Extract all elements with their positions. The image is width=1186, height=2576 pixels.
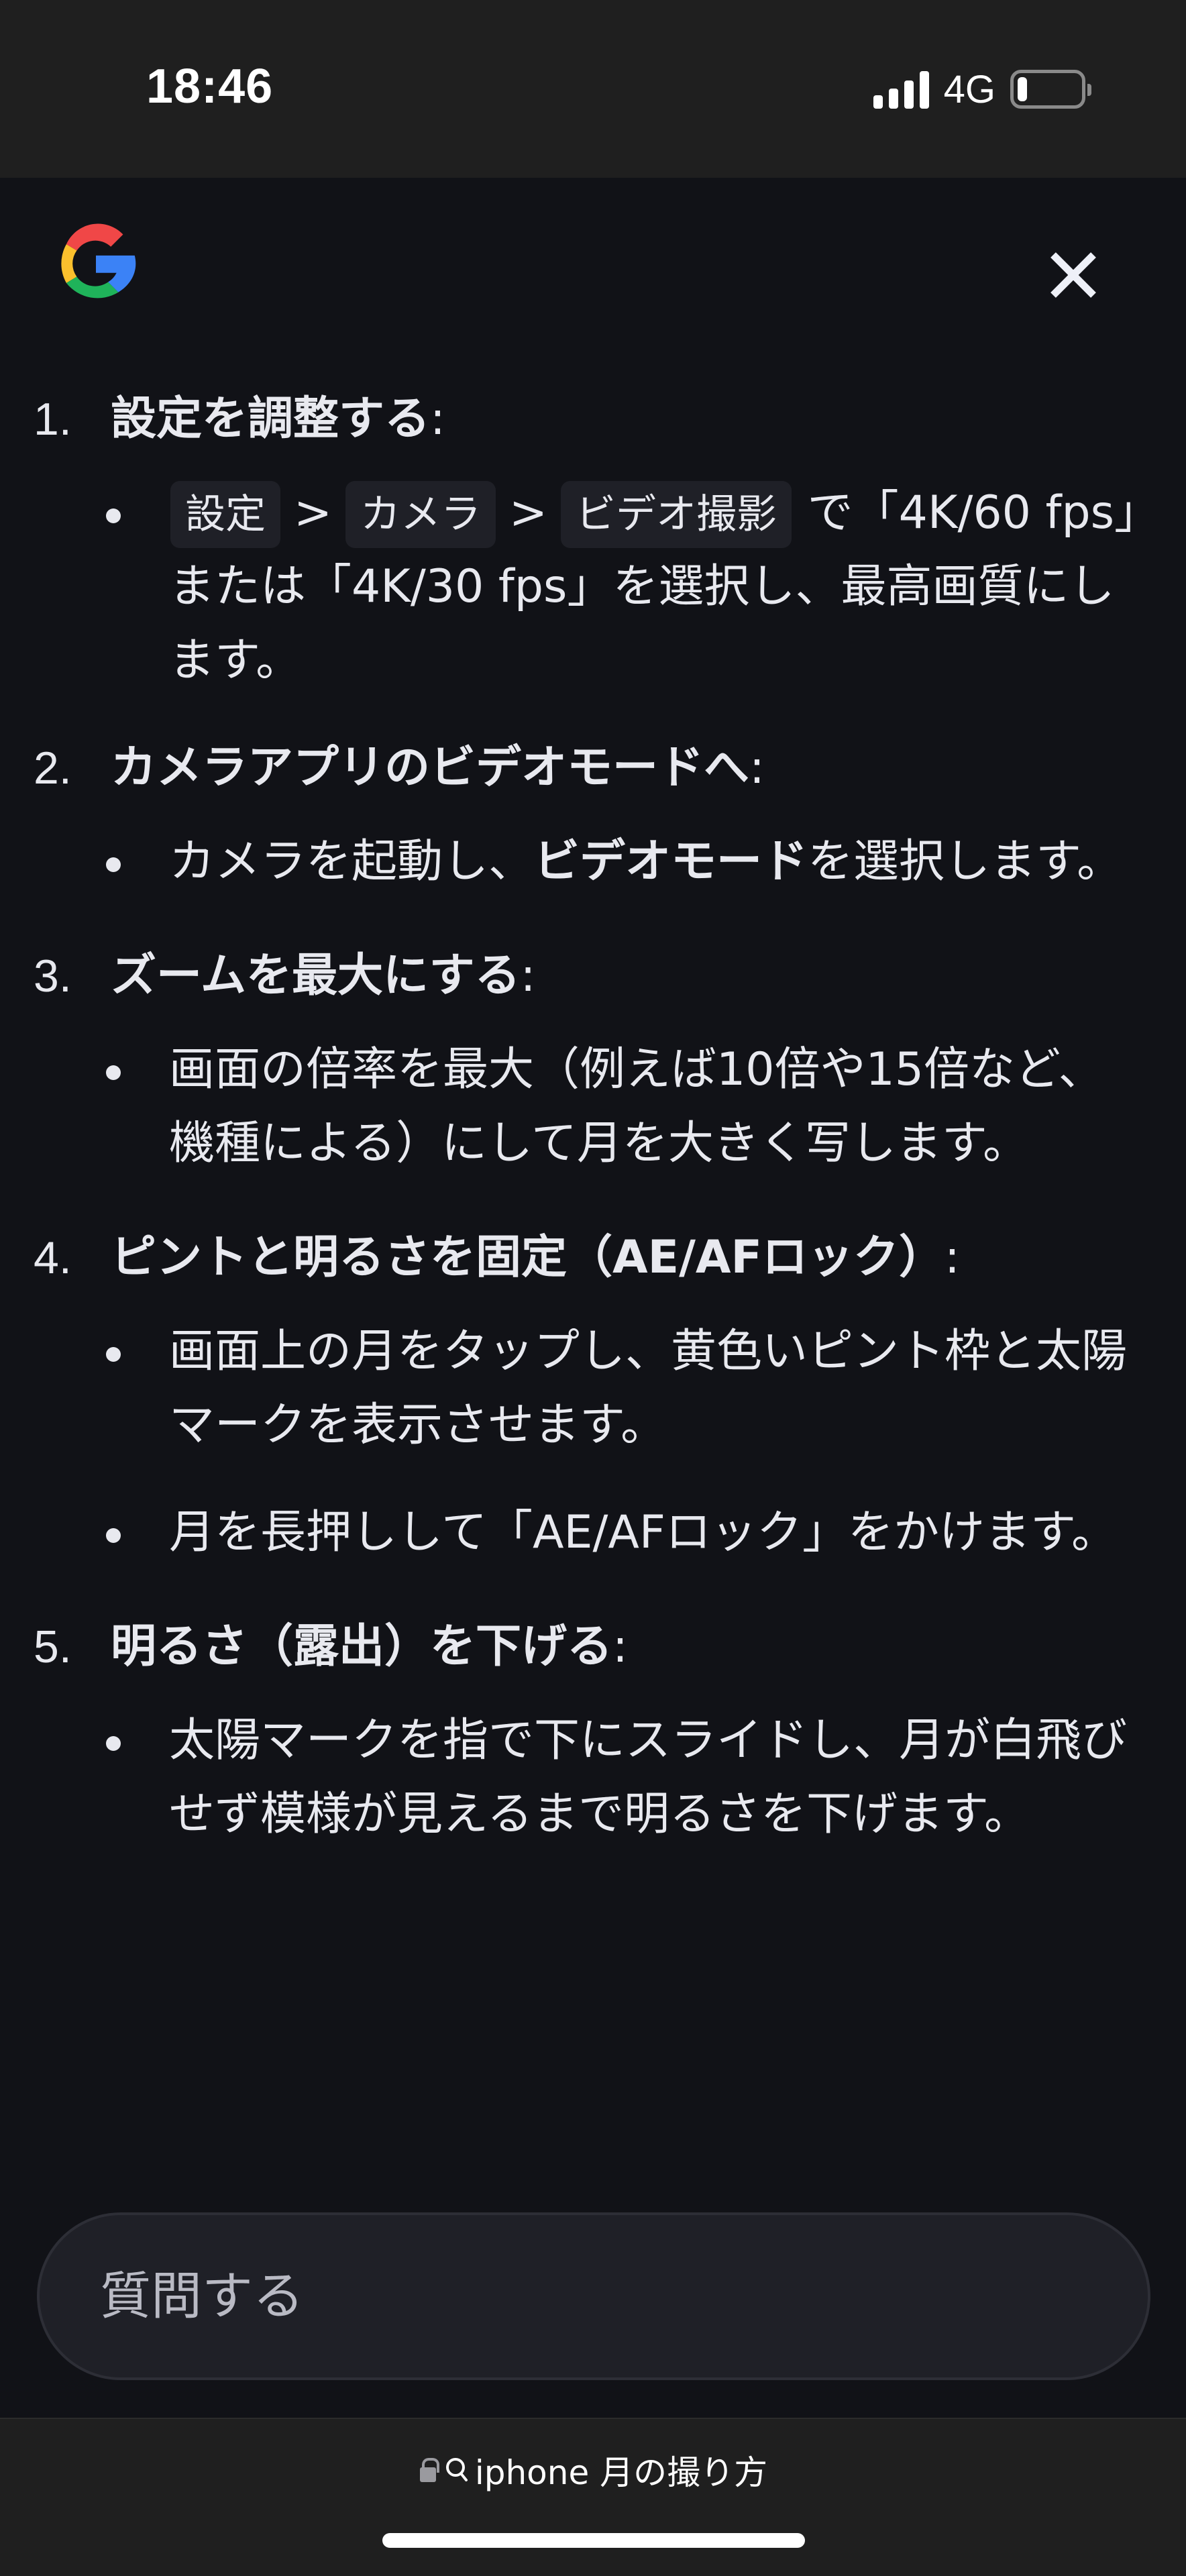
step-4: 4. ピントと明るさを固定（AE/AFロック）: 画面上の月をタップし、黄色いピ…: [0, 1214, 1186, 1570]
bullet-item: 設定>カメラ>ビデオ撮影 で「4K/60 fps」または「4K/30 fps」を…: [0, 476, 1186, 698]
status-bar: 18:46 4G: [0, 0, 1186, 178]
battery-level: [1018, 77, 1027, 101]
header: [0, 178, 1186, 345]
step-heading: 2. カメラアプリのビデオモードへ:: [0, 724, 1186, 812]
address-bar[interactable]: iphone 月の撮り方: [0, 2446, 1186, 2494]
close-button[interactable]: [1040, 241, 1107, 309]
step-title: カメラアプリのビデオモードへ:: [111, 741, 765, 794]
step-title: 明るさ（露出）を下げる:: [111, 1620, 628, 1673]
browser-bottom-bar: iphone 月の撮り方: [0, 2418, 1186, 2576]
step-heading: 3. ズームを最大にする:: [0, 932, 1186, 1020]
step-3: 3. ズームを最大にする: 画面の倍率を最大（例えば10倍や15倍など、機種によ…: [0, 932, 1186, 1181]
bold-text: ビデオモード: [534, 835, 808, 888]
network-type: 4G: [943, 68, 995, 111]
bullet-item: 画面上の月をタップし、黄色いピント枠と太陽マークを表示させます。: [0, 1315, 1186, 1462]
step-number: 1.: [34, 394, 72, 445]
step-heading: 4. ピントと明るさを固定（AE/AFロック）:: [0, 1214, 1186, 1301]
google-g-logo: [47, 215, 145, 313]
step-heading: 1. 設定を調整する:: [0, 376, 1186, 463]
chip-camera: カメラ: [345, 481, 496, 548]
url-text: iphone 月の撮り方: [474, 2453, 768, 2492]
status-indicators: 4G: [873, 67, 1091, 111]
step-bullets: 画面上の月をタップし、黄色いピント枠と太陽マークを表示させます。 月を長押しして…: [0, 1301, 1186, 1570]
step-number: 3.: [34, 951, 72, 1002]
bullet-item: 画面の倍率を最大（例えば10倍や15倍など、機種による）にして月を大きく写します…: [0, 1033, 1186, 1181]
answer-content: 1. 設定を調整する: 設定>カメラ>ビデオ撮影 で「4K/60 fps」または…: [0, 376, 1186, 1885]
step-title: ズームを最大にする:: [111, 949, 536, 1002]
step-bullets: 画面の倍率を最大（例えば10倍や15倍など、機種による）にして月を大きく写します…: [0, 1020, 1186, 1181]
step-bullets: 太陽マークを指で下にスライドし、月が白飛びせず模様が見えるまで明るさを下げます。: [0, 1690, 1186, 1851]
step-1: 1. 設定を調整する: 設定>カメラ>ビデオ撮影 で「4K/60 fps」または…: [0, 376, 1186, 698]
step-title: 設定を調整する:: [111, 392, 445, 445]
bullet-item: カメラを起動し、ビデオモードを選択します。: [0, 825, 1186, 899]
chip-settings: 設定: [170, 481, 280, 548]
lock-icon: [419, 2458, 439, 2482]
step-bullets: カメラを起動し、ビデオモードを選択します。: [0, 812, 1186, 899]
step-title: ピントと明るさを固定（AE/AFロック）:: [111, 1231, 960, 1284]
search-icon: [445, 2458, 468, 2481]
step-5: 5. 明るさ（露出）を下げる: 太陽マークを指で下にスライドし、月が白飛びせず模…: [0, 1603, 1186, 1851]
status-time: 18:46: [146, 60, 274, 113]
step-heading: 5. 明るさ（露出）を下げる:: [0, 1603, 1186, 1690]
step-bullets: 設定>カメラ>ビデオ撮影 で「4K/60 fps」または「4K/30 fps」を…: [0, 463, 1186, 698]
battery-icon: [1010, 70, 1091, 109]
close-icon: [1050, 252, 1096, 298]
signal-icon: [873, 71, 929, 109]
bullet-text: で「4K/60 fps」または「4K/30 fps」を選択し、最高画質にします。: [169, 486, 1138, 687]
home-indicator[interactable]: [382, 2533, 805, 2548]
ask-input[interactable]: 質問する: [37, 2212, 1150, 2380]
step-number: 2.: [34, 743, 72, 794]
bullet-item: 月を長押しして「AE/AFロック」をかけます。: [0, 1496, 1186, 1570]
step-number: 4.: [34, 1232, 72, 1283]
step-number: 5.: [34, 1621, 72, 1672]
chip-video-recording: ビデオ撮影: [560, 481, 792, 548]
ask-input-placeholder: 質問する: [100, 2266, 304, 2326]
step-2: 2. カメラアプリのビデオモードへ: カメラを起動し、ビデオモードを選択します。: [0, 724, 1186, 899]
bullet-item: 太陽マークを指で下にスライドし、月が白飛びせず模様が見えるまで明るさを下げます。: [0, 1704, 1186, 1851]
